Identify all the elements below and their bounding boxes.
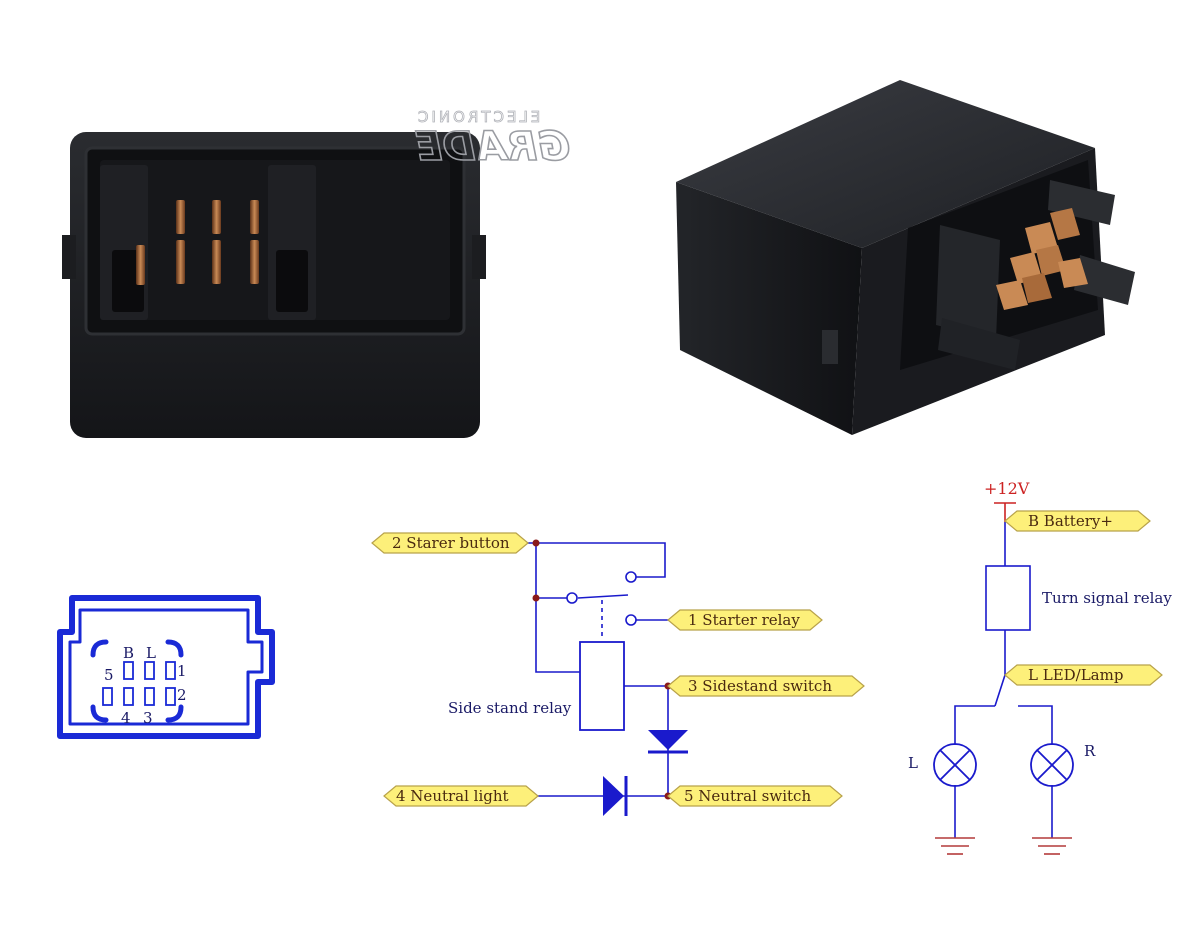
label-neutral-switch: 5 Neutral switch — [684, 787, 811, 805]
connector-key-br — [165, 704, 184, 723]
tag-neutral-light — [383, 785, 539, 807]
lamp-left-label: L — [908, 754, 918, 772]
label-neutral-light: 4 Neutral light — [396, 787, 509, 805]
circuit-tag-labels: 2 Starer button 1 Starter relay 3 Sidest… — [392, 534, 832, 805]
relay-top-face — [676, 80, 1095, 248]
connector-outline-outer — [57, 595, 275, 739]
connector-pinout — [57, 595, 275, 739]
circuit-wires — [516, 542, 670, 797]
pin-label-3: 3 — [143, 709, 153, 727]
ground-left — [935, 837, 975, 855]
socket-hook-right — [276, 250, 308, 312]
tag-sidestand-switch — [667, 675, 865, 697]
lamp-right — [1030, 743, 1074, 787]
pin-label-b: B — [123, 644, 134, 662]
relay-photo-front: GRADE ELECTRONIC — [62, 108, 571, 438]
tag-starter-relay — [667, 609, 823, 631]
neutral-diode — [603, 776, 624, 816]
supply-label: +12V — [984, 479, 1030, 498]
sidestand-circuit: 2 Starer button 1 Starter relay 3 Sidest… — [371, 532, 865, 816]
label-starter-button: 2 Starer button — [392, 534, 510, 552]
connector-outline-inner — [68, 608, 264, 726]
tab-bottom — [938, 318, 1020, 370]
pin-label-l: L — [146, 644, 156, 662]
connector-pin-labels: B L 5 1 2 4 3 — [104, 644, 187, 727]
watermark-tagline: ELECTRONIC — [415, 108, 540, 126]
lamp-left — [933, 743, 977, 787]
turn-labels: Turn signal relay L R — [908, 589, 1172, 772]
connector-pin-slots — [102, 661, 176, 706]
ground-right — [1032, 837, 1072, 855]
lamp-right-label: R — [1084, 742, 1096, 760]
switch-contacts — [566, 571, 637, 626]
side-latch-right — [472, 235, 486, 279]
connector-key-tr — [165, 639, 184, 658]
pin-label-2: 2 — [177, 686, 187, 704]
side-stand-relay-label: Side stand relay — [448, 699, 572, 717]
pin-label-1: 1 — [177, 662, 187, 680]
copper-pins-angled — [996, 208, 1088, 310]
tab-right — [1074, 255, 1135, 305]
turn-signal-circuit: +12V — [908, 479, 1172, 855]
tag-starter-button — [371, 532, 529, 554]
relay-side-face — [676, 182, 862, 435]
side-stand-relay-coil — [579, 641, 625, 731]
turn-signal-relay-label: Turn signal relay — [1042, 589, 1172, 607]
turn-wires — [954, 522, 1053, 838]
tab-left — [936, 225, 1000, 340]
connector-key-bl — [90, 704, 109, 723]
copper-pins — [136, 200, 259, 285]
sidestand-diode — [648, 730, 688, 750]
connector-key-tl — [90, 639, 109, 658]
pin-label-4: 4 — [121, 709, 131, 727]
side-latch — [822, 330, 838, 364]
watermark-brand: GRADE — [415, 124, 570, 170]
pin-label-5: 5 — [104, 666, 114, 684]
tag-battery — [1004, 510, 1151, 532]
label-starter-relay: 1 Starter relay — [688, 611, 800, 629]
label-battery: B Battery+ — [1028, 512, 1113, 530]
tag-neutral-switch — [667, 785, 843, 807]
relay-photo-angled — [676, 80, 1135, 435]
label-led-lamp: L LED/Lamp — [1028, 666, 1123, 684]
tag-led-lamp — [1004, 664, 1163, 686]
side-latch-left — [62, 235, 76, 279]
turn-tag-labels: B Battery+ L LED/Lamp — [1028, 512, 1123, 684]
label-sidestand-switch: 3 Sidestand switch — [688, 677, 832, 695]
